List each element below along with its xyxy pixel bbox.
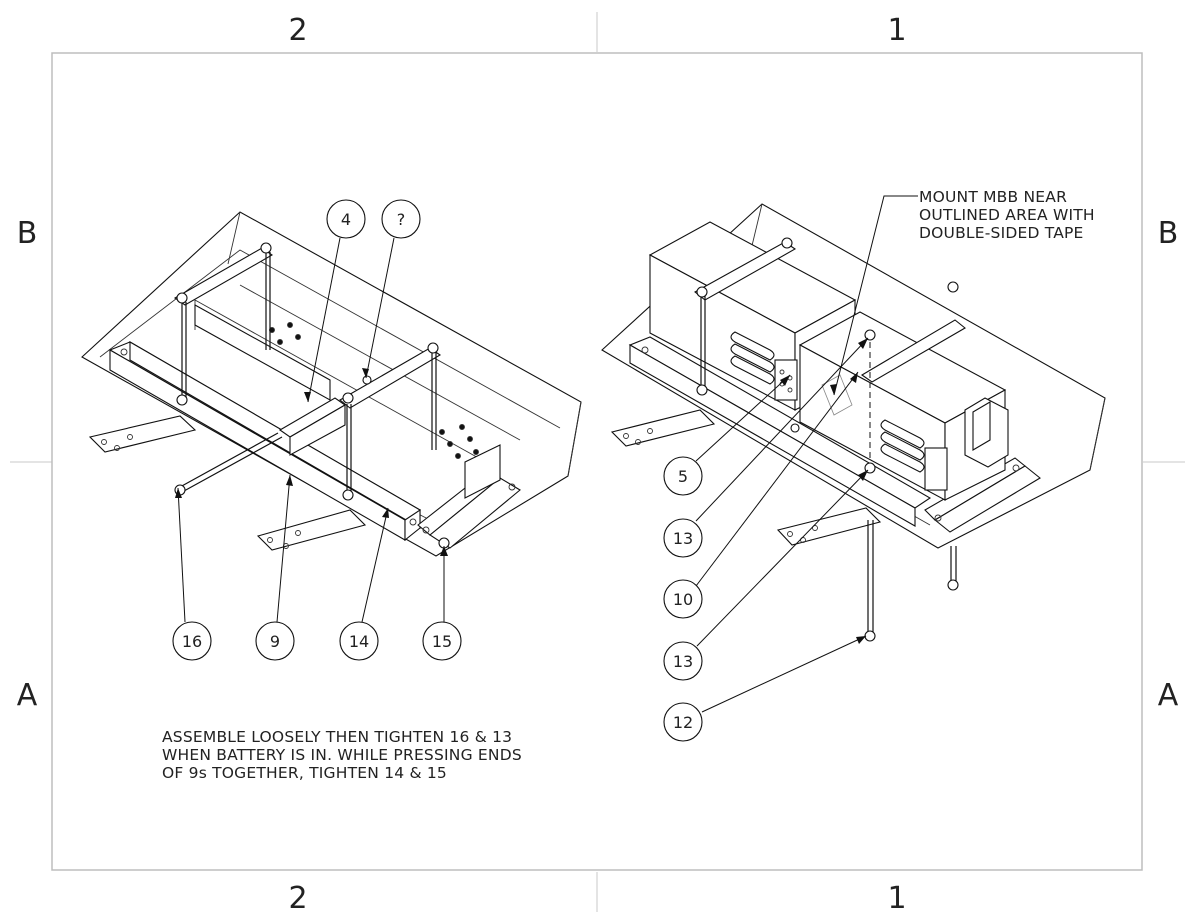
balloon-15: [422, 621, 462, 661]
zone-label-left-a: A: [17, 678, 38, 713]
left-tab-b: [256, 509, 367, 551]
zone-label-bottom-1: 1: [887, 881, 906, 916]
balloon-9-label: 9: [270, 632, 280, 651]
zone-label-top-2: 2: [288, 13, 307, 48]
balloon-12: [663, 702, 703, 742]
balloon-13-lower-label: 13: [673, 652, 693, 671]
balloon-10: [663, 579, 703, 619]
right-assembly-view: 5 13 10 13 12 MOUNT MBB NEAR OUTLINED AR…: [601, 188, 1106, 742]
left-note-line-2: WHEN BATTERY IS IN. WHILE PRESSING ENDS: [162, 746, 522, 764]
zone-label-left-b: B: [17, 216, 38, 251]
balloon-13-upper: [663, 518, 703, 558]
right-note-line-1: MOUNT MBB NEAR: [919, 188, 1067, 206]
balloon-4-label: 4: [341, 210, 351, 229]
zone-label-bottom-2: 2: [288, 881, 307, 916]
drawing-frame: [51, 52, 1143, 871]
right-note-line-3: DOUBLE-SIDED TAPE: [919, 224, 1084, 242]
balloon-4: [326, 199, 366, 239]
right-nut-13-upper: [864, 329, 876, 341]
balloon-13-upper-label: 13: [673, 529, 693, 548]
mbb-outlined-area: [821, 374, 853, 416]
balloon-10-label: 10: [673, 590, 693, 609]
battery-right: [798, 311, 1009, 501]
balloon-14-label: 14: [349, 632, 369, 651]
balloon-16: [172, 621, 212, 661]
zone-label-right-a: A: [1158, 678, 1179, 713]
left-note-line-3: OF 9s TOGETHER, TIGHTEN 14 & 15: [162, 764, 447, 782]
balloon-13-lower: [663, 641, 703, 681]
zone-label-top-1: 1: [887, 13, 906, 48]
left-nuts: [176, 242, 439, 501]
left-hole-pattern-b: [439, 424, 479, 459]
balloon-9: [255, 621, 295, 661]
left-hole-pattern-a: [269, 322, 301, 345]
balloon-14: [339, 621, 379, 661]
right-tab-b: [776, 507, 882, 546]
balloon-unknown-label: ?: [397, 210, 406, 229]
balloon-12-label: 12: [673, 713, 693, 732]
zone-label-right-b: B: [1158, 216, 1179, 251]
left-tab-a: [88, 415, 197, 453]
balloon-15-label: 15: [432, 632, 452, 651]
balloon-5-label: 5: [678, 467, 688, 486]
right-note-line-2: OUTLINED AREA WITH: [919, 206, 1095, 224]
balloon-16-label: 16: [182, 632, 202, 651]
right-top-strap-b: [860, 319, 966, 383]
left-long-bolt: [179, 432, 279, 488]
left-note-line-1: ASSEMBLE LOOSELY THEN TIGHTEN 16 & 13: [162, 728, 512, 746]
balloon-unknown: [381, 199, 421, 239]
balloon-5: [663, 456, 703, 496]
right-tab-a: [610, 409, 716, 447]
left-assembly-view: 4 ? 16 9 14 15 ASSEMBLE LOOSELY THEN TIG…: [81, 199, 582, 782]
